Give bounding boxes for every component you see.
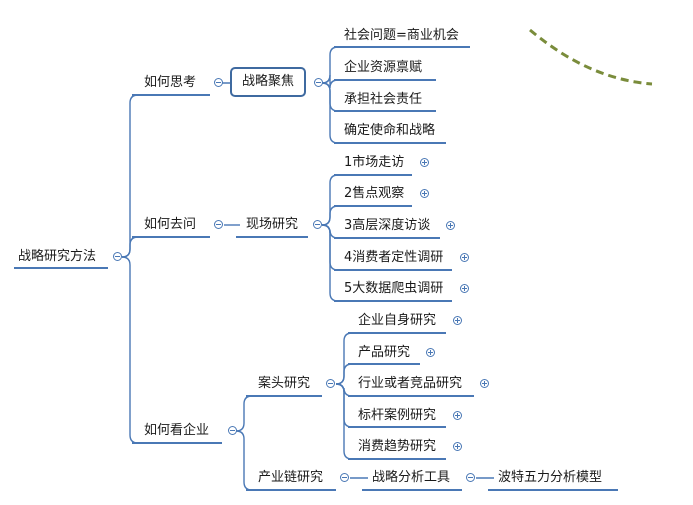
branch-connector xyxy=(321,174,340,226)
collapse-icon[interactable] xyxy=(313,220,322,229)
desk-item-industry-competitor[interactable]: 行业或者竞品研究 xyxy=(358,376,463,391)
field-item-market-visit[interactable]: 1市场走访 xyxy=(344,155,405,170)
collapse-icon[interactable] xyxy=(326,379,335,388)
expand-icon[interactable] xyxy=(420,158,429,167)
node-field-research[interactable]: 现场研究 xyxy=(246,217,299,232)
focus-item-mission[interactable]: 确定使命和战略 xyxy=(344,123,436,138)
branch-connector xyxy=(335,332,354,385)
field-item-consumer-qualitative[interactable]: 4消费者定性调研 xyxy=(344,250,444,265)
focus-item-responsibility[interactable]: 承担社会责任 xyxy=(344,92,423,107)
node-how-ask[interactable]: 如何去问 xyxy=(144,217,197,232)
expand-icon[interactable] xyxy=(426,348,435,357)
field-item-executive-interview[interactable]: 3高层深度访谈 xyxy=(344,218,431,233)
expand-icon[interactable] xyxy=(446,221,455,230)
branch-connector xyxy=(321,82,340,144)
branch-connector xyxy=(121,256,140,444)
node-industry-chain-research[interactable]: 产业链研究 xyxy=(258,470,324,485)
expand-icon[interactable] xyxy=(453,316,462,325)
expand-icon[interactable] xyxy=(453,411,462,420)
node-how-see-enterprise[interactable]: 如何看企业 xyxy=(144,423,210,438)
collapse-icon[interactable] xyxy=(228,426,237,435)
collapse-icon[interactable] xyxy=(314,78,323,87)
desk-item-consumer-trend[interactable]: 消费趋势研究 xyxy=(358,439,437,454)
expand-icon[interactable] xyxy=(453,442,462,451)
branch-connector xyxy=(321,224,340,271)
branch-connector xyxy=(321,224,340,239)
branch-connector xyxy=(121,236,140,258)
branch-connector xyxy=(335,363,354,385)
chain-item-strategy-tool[interactable]: 战略分析工具 xyxy=(372,470,451,485)
branch-connector xyxy=(321,82,340,112)
branch-connector xyxy=(335,383,354,428)
branch-connector xyxy=(235,395,253,432)
collapse-icon[interactable] xyxy=(214,220,223,229)
expand-icon[interactable] xyxy=(480,379,489,388)
collapse-icon[interactable] xyxy=(466,473,475,482)
desk-item-product-research[interactable]: 产品研究 xyxy=(358,345,411,360)
branch-connector xyxy=(321,74,340,89)
node-how-think[interactable]: 如何思考 xyxy=(144,75,197,90)
branch-connector xyxy=(335,383,354,397)
node-desk-research[interactable]: 案头研究 xyxy=(258,376,311,391)
field-item-store-observation[interactable]: 2售点观察 xyxy=(344,186,405,201)
expand-icon[interactable] xyxy=(460,253,469,262)
expand-icon[interactable] xyxy=(420,189,429,198)
decorative-dashed-curve xyxy=(529,28,653,86)
expand-icon[interactable] xyxy=(460,284,469,293)
field-item-big-data[interactable]: 5大数据爬虫调研 xyxy=(344,281,444,296)
desk-item-self-research[interactable]: 企业自身研究 xyxy=(358,313,437,328)
chain-item-porter-five-forces[interactable]: 波特五力分析模型 xyxy=(498,470,603,485)
root-node[interactable]: 战略研究方法 xyxy=(18,249,97,264)
collapse-icon[interactable] xyxy=(214,78,223,87)
branch-connector xyxy=(121,94,140,258)
branch-connector xyxy=(321,205,340,226)
branch-connector xyxy=(321,46,340,84)
branch-connector xyxy=(321,224,340,302)
desk-item-benchmark-case[interactable]: 标杆案例研究 xyxy=(358,408,437,423)
focus-item-resources[interactable]: 企业资源禀赋 xyxy=(344,60,423,75)
collapse-icon[interactable] xyxy=(340,473,349,482)
branch-connector xyxy=(335,383,354,460)
focus-item-social-problem[interactable]: 社会问题=商业机会 xyxy=(344,28,459,43)
branch-connector xyxy=(235,430,253,491)
node-strategic-focus[interactable]: 战略聚焦 xyxy=(230,67,307,97)
collapse-icon[interactable] xyxy=(113,252,122,261)
